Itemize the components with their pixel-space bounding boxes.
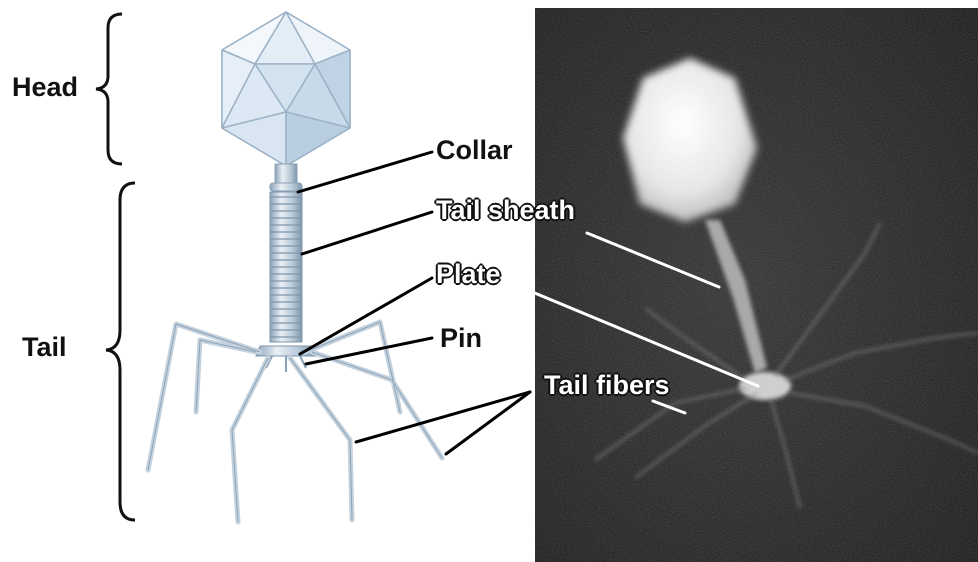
label-head: Head bbox=[12, 72, 78, 102]
label-collar: Collar bbox=[436, 135, 513, 165]
leader-tail-fibers-b bbox=[446, 392, 530, 454]
tail-sheath bbox=[270, 192, 302, 342]
leader-tail-sheath bbox=[302, 212, 432, 254]
tail-brace bbox=[106, 183, 135, 520]
collar-ring bbox=[270, 183, 302, 191]
leader-tail-fibers-a bbox=[356, 392, 530, 442]
label-tail: Tail bbox=[22, 332, 67, 362]
label-pin: Pin bbox=[440, 323, 482, 353]
capsid-head bbox=[222, 12, 350, 166]
leader-collar bbox=[298, 152, 432, 192]
label-plate: Plate bbox=[436, 259, 501, 289]
head-brace bbox=[96, 14, 122, 164]
label-tail-sheath: Tail sheath bbox=[436, 195, 575, 225]
label-tail-fibers: Tail fibers bbox=[544, 370, 670, 400]
